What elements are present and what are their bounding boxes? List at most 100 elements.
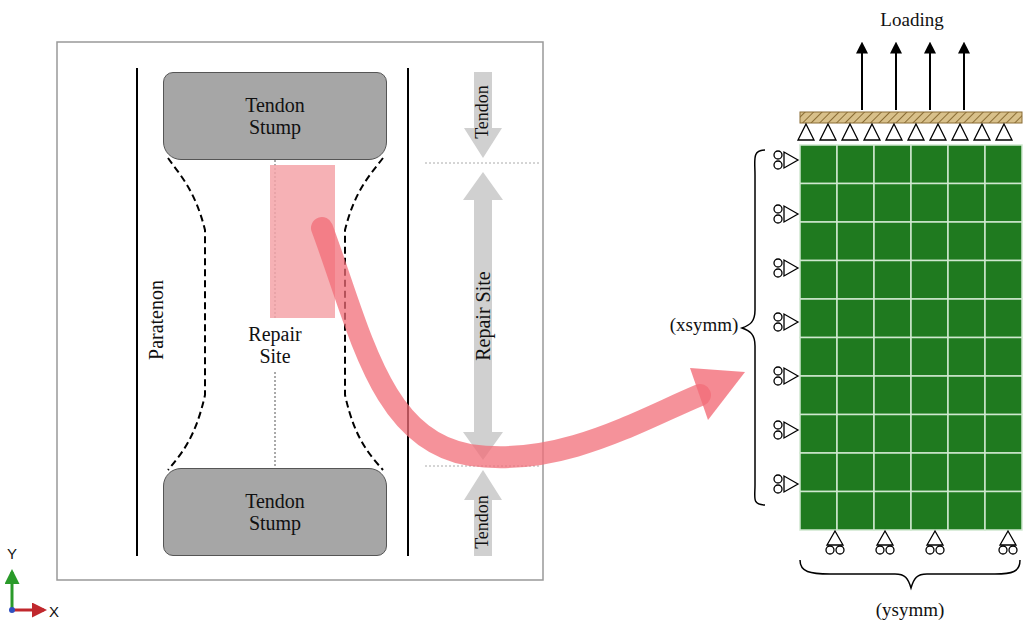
roller — [774, 485, 782, 493]
support-symbol — [798, 124, 814, 140]
center-line — [275, 372, 276, 468]
mesh-element — [948, 299, 985, 338]
loading-label: Loading — [880, 10, 943, 31]
tendon-arrow — [464, 72, 502, 158]
mesh-element — [911, 453, 948, 492]
top-supports — [798, 124, 1012, 140]
mesh-element — [985, 299, 1022, 338]
support-symbol — [877, 531, 893, 545]
mesh-element — [837, 376, 874, 415]
paratenon-label: Paratenon — [145, 280, 167, 360]
stump-label: Tendon Stump — [230, 490, 320, 534]
mesh-element — [911, 415, 948, 454]
support-symbol — [784, 422, 798, 438]
separator — [425, 163, 540, 164]
panel-frame — [57, 42, 543, 580]
support-symbol — [827, 531, 843, 545]
roller — [774, 421, 782, 429]
mesh-element — [837, 453, 874, 492]
mesh-element — [837, 184, 874, 223]
mesh-element — [800, 222, 837, 261]
support-symbol — [784, 260, 798, 276]
support-symbol — [784, 314, 798, 330]
y-axis — [11, 572, 14, 610]
mesh-element — [800, 184, 837, 223]
support-symbol — [996, 124, 1012, 140]
mesh-element — [948, 376, 985, 415]
mesh-element — [911, 222, 948, 261]
mesh-element — [837, 261, 874, 300]
mesh-element — [837, 492, 874, 531]
repair-site-label: Repair Site — [472, 271, 494, 360]
tendon-label: Tendon — [473, 85, 493, 139]
mesh-element — [985, 145, 1022, 184]
mesh-element — [874, 222, 911, 261]
roller — [1009, 546, 1017, 554]
stump-label: Tendon Stump — [230, 94, 320, 138]
mesh-element — [985, 415, 1022, 454]
mesh-element — [948, 184, 985, 223]
support-symbol — [784, 152, 798, 168]
mesh-element — [948, 453, 985, 492]
paratenon-line — [136, 68, 138, 556]
support-symbol — [930, 124, 946, 140]
load-arrows — [862, 44, 964, 110]
fe-mesh — [800, 145, 1022, 530]
mesh-element — [874, 184, 911, 223]
roller — [886, 546, 894, 554]
roller — [936, 546, 944, 554]
support-symbol — [784, 476, 798, 492]
mesh-element — [837, 299, 874, 338]
mesh-element — [911, 184, 948, 223]
support-symbol — [820, 124, 836, 140]
mesh-element — [874, 299, 911, 338]
mesh-element — [985, 453, 1022, 492]
mesh-element — [800, 376, 837, 415]
mesh-element — [837, 145, 874, 184]
support-symbol — [952, 124, 968, 140]
ysymm-label: (ysymm) — [876, 600, 945, 621]
mesh-element — [874, 453, 911, 492]
axis-label: Y — [7, 546, 17, 563]
roller — [774, 269, 782, 277]
mesh-element — [948, 338, 985, 377]
mesh-element — [800, 492, 837, 531]
mesh-element — [948, 222, 985, 261]
mesh-element — [985, 376, 1022, 415]
roller — [774, 475, 782, 483]
support-symbol — [784, 368, 798, 384]
mesh-element — [948, 492, 985, 531]
roller — [774, 151, 782, 159]
roller — [836, 546, 844, 554]
roller — [826, 546, 834, 554]
tendon-arrow — [464, 470, 502, 556]
axis-label: X — [49, 604, 59, 621]
brace — [742, 150, 765, 505]
mesh-element — [911, 492, 948, 531]
mesh-element — [948, 261, 985, 300]
repair-arrow — [463, 172, 503, 460]
tendon-stump: Tendon Stump — [163, 468, 387, 556]
mesh-element — [874, 338, 911, 377]
support-symbol — [908, 124, 924, 140]
support-symbol — [864, 124, 880, 140]
roller — [774, 323, 782, 331]
loading-plate — [800, 112, 1022, 123]
roller — [999, 546, 1007, 554]
roller — [774, 377, 782, 385]
roller — [774, 215, 782, 223]
mesh-element — [911, 338, 948, 377]
roller — [774, 161, 782, 169]
mesh-element — [874, 145, 911, 184]
mesh-element — [874, 261, 911, 300]
mesh-element — [837, 415, 874, 454]
xsymm-label: (xsymm) — [670, 315, 739, 336]
mesh-element — [985, 184, 1022, 223]
mesh-element — [985, 338, 1022, 377]
paratenon-line — [407, 68, 409, 556]
mesh-element — [911, 261, 948, 300]
mesh-element — [985, 222, 1022, 261]
support-symbol — [784, 206, 798, 222]
repair-outline — [168, 158, 205, 470]
roller — [774, 259, 782, 267]
